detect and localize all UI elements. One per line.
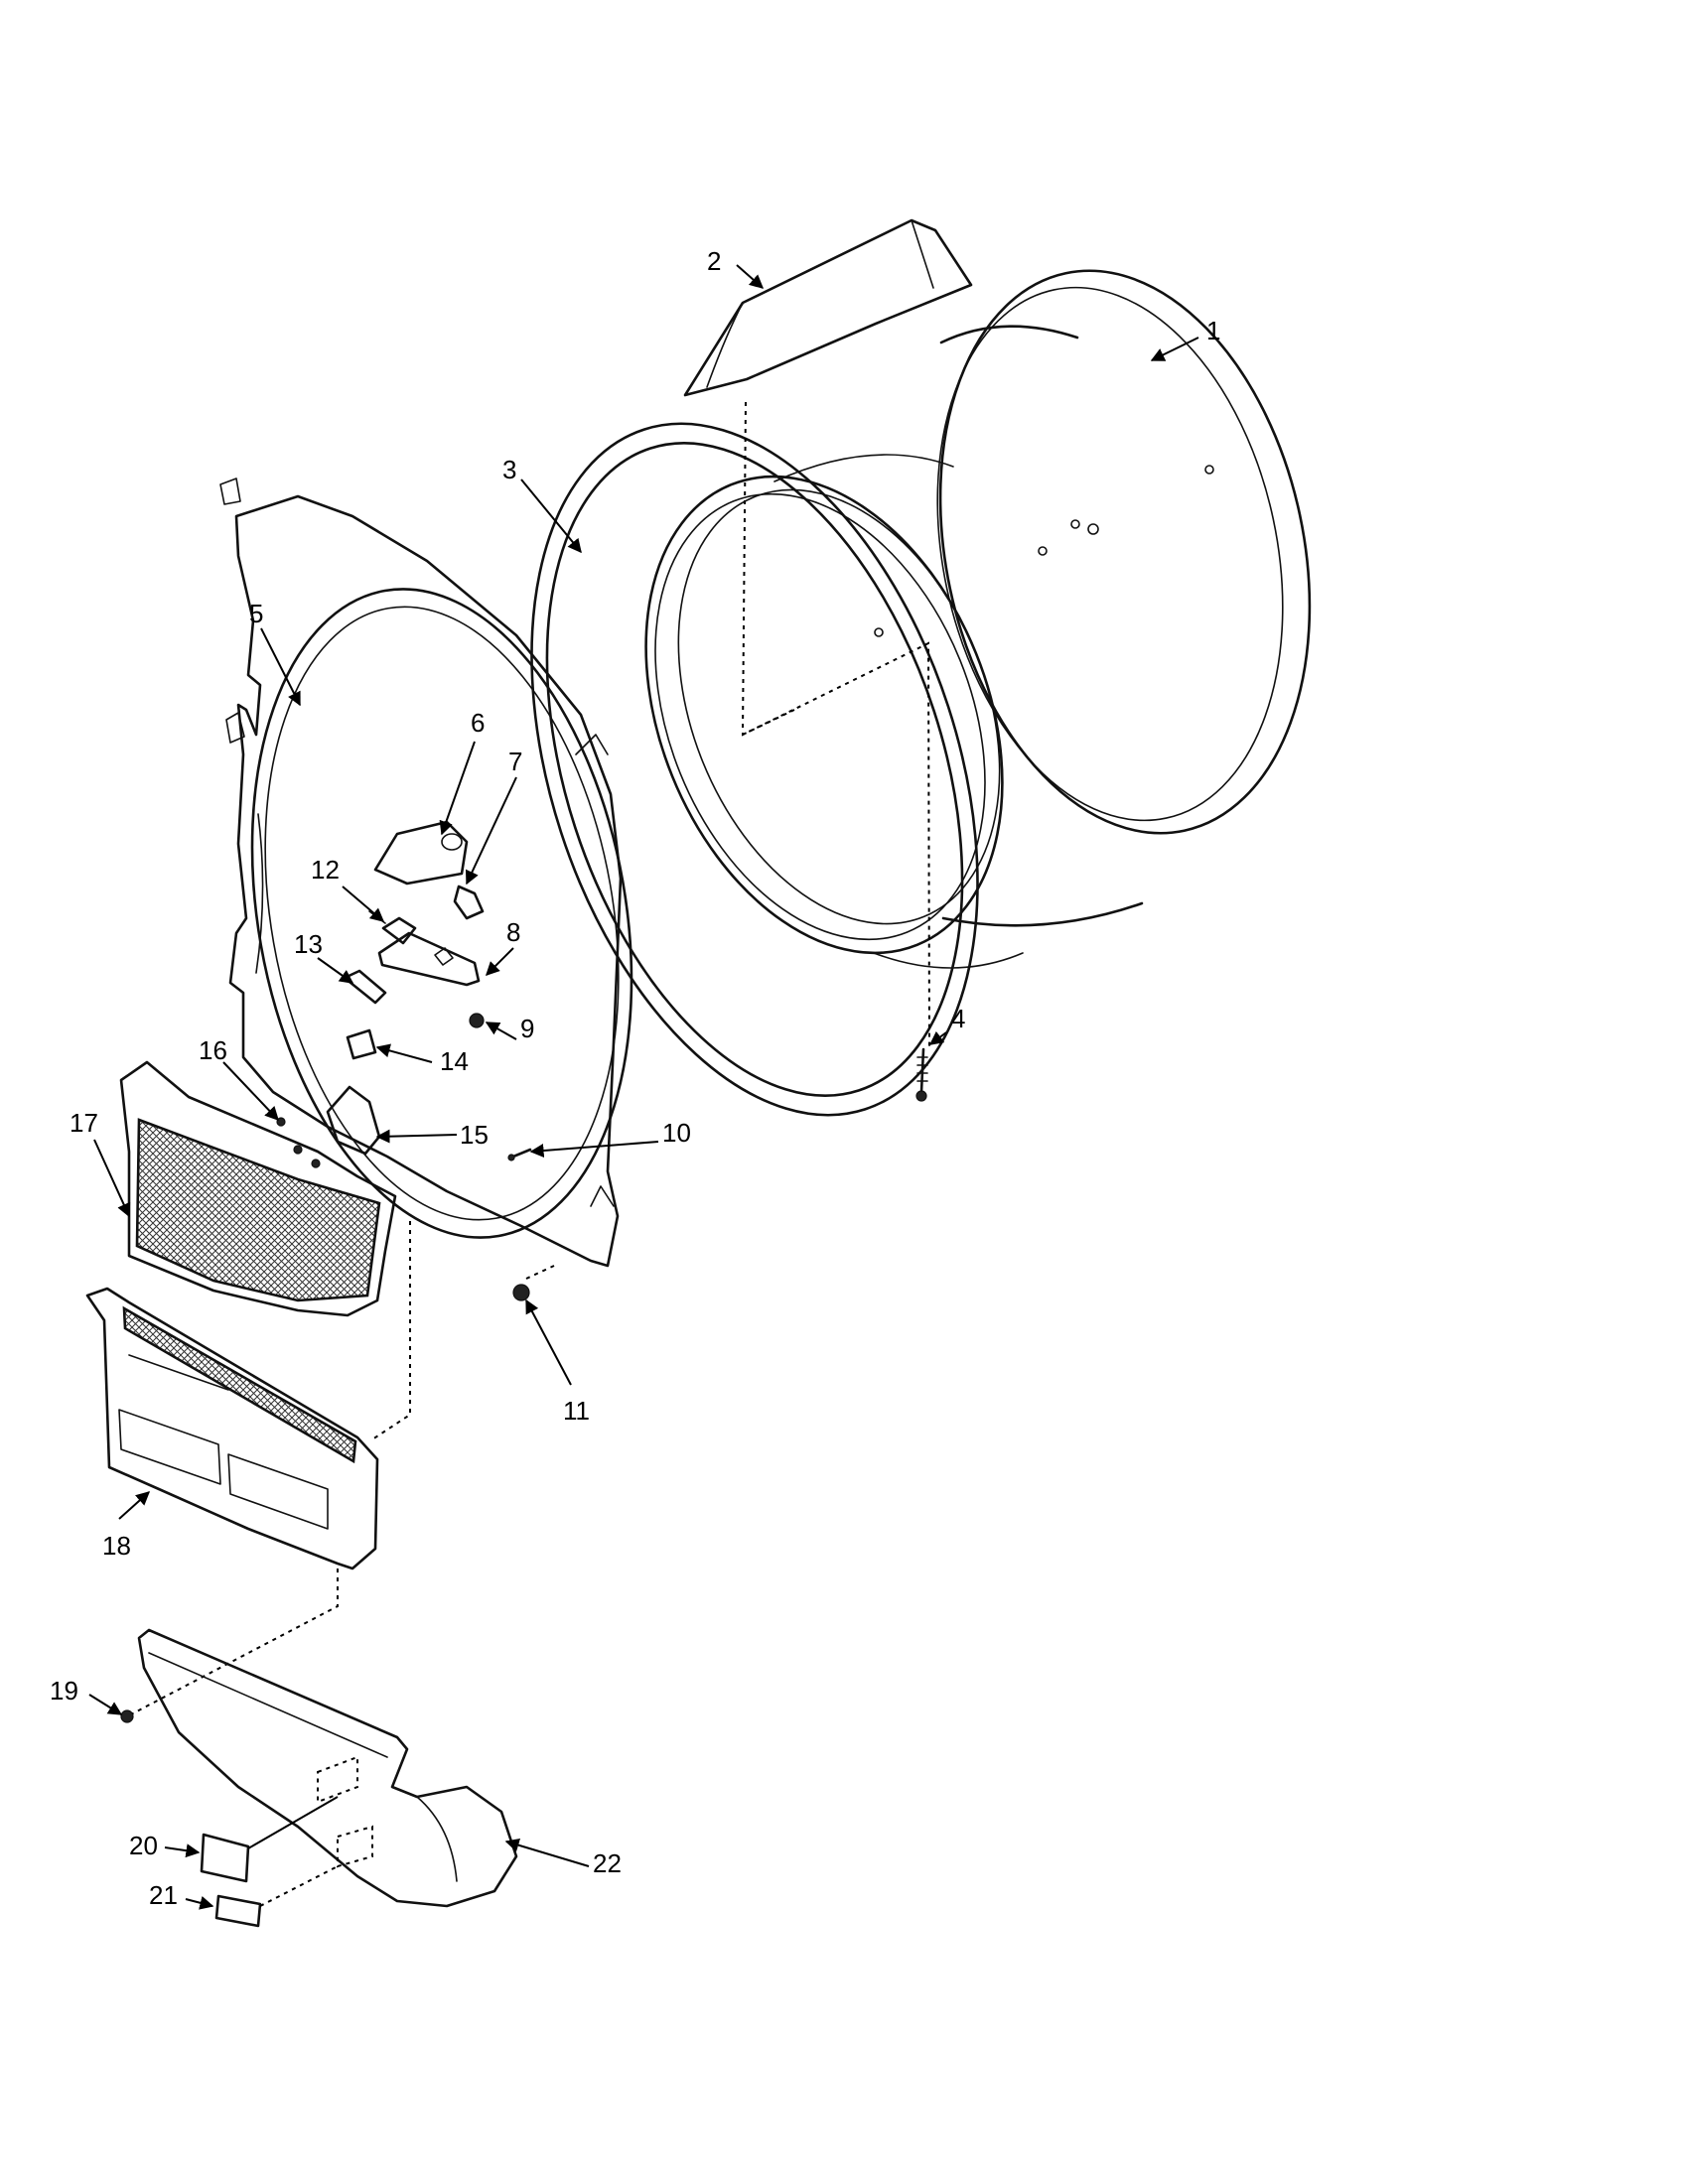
screw-part-11 <box>512 1284 530 1301</box>
alignment-line <box>741 401 930 1050</box>
alignment-line <box>742 709 795 736</box>
callout-5: 5 <box>249 599 263 628</box>
callout-4: 4 <box>951 1004 965 1033</box>
switch-actuator <box>346 1028 377 1060</box>
lamp-socket <box>434 885 485 966</box>
alignment-line <box>525 1265 555 1280</box>
callout-16: 16 <box>199 1035 227 1065</box>
lint-screen <box>119 1060 397 1317</box>
lint-duct <box>85 1287 379 1570</box>
callout-8: 8 <box>506 917 520 947</box>
alignment-line <box>128 1569 339 1716</box>
nut-part-9 <box>469 1013 485 1028</box>
callout-11: 11 <box>563 1396 590 1426</box>
callout-10: 10 <box>662 1118 691 1148</box>
screw-part-4 <box>915 1047 928 1102</box>
label-part-20 <box>200 1796 339 1883</box>
callout-15: 15 <box>460 1120 489 1150</box>
leader-lines <box>88 264 1199 1910</box>
alignment-line <box>371 1221 411 1440</box>
callout-1: 1 <box>1206 316 1220 345</box>
label-part-21 <box>214 1865 339 1928</box>
callout-17: 17 <box>70 1108 98 1138</box>
door-switch <box>343 969 387 1005</box>
callout-2: 2 <box>707 246 721 276</box>
baffle <box>683 218 973 397</box>
callout-6: 6 <box>471 708 485 738</box>
callout-22: 22 <box>593 1848 622 1878</box>
front-bulkhead <box>219 478 633 1268</box>
callout-13: 13 <box>294 929 323 959</box>
lamp-housing <box>373 820 469 886</box>
exhaust-duct <box>137 1628 518 1908</box>
callout-20: 20 <box>129 1831 158 1860</box>
screws-part-16 <box>276 1117 321 1168</box>
callout-9: 9 <box>520 1014 534 1043</box>
lamp-bracket <box>377 931 481 987</box>
callout-18: 18 <box>102 1531 131 1561</box>
callout-labels: 1 2 3 4 5 6 7 8 9 10 11 12 13 14 15 16 1… <box>50 246 1220 1910</box>
screw-part-19 <box>120 1709 134 1723</box>
callout-21: 21 <box>149 1880 178 1910</box>
callout-14: 14 <box>440 1046 469 1076</box>
callout-3: 3 <box>502 455 516 484</box>
drum <box>644 269 1312 969</box>
screw-part-10 <box>507 1148 532 1161</box>
hinge <box>326 1085 381 1156</box>
callout-19: 19 <box>50 1676 78 1706</box>
callout-7: 7 <box>508 747 522 776</box>
callout-12: 12 <box>311 855 340 885</box>
drum-seal-ring <box>530 422 979 1117</box>
